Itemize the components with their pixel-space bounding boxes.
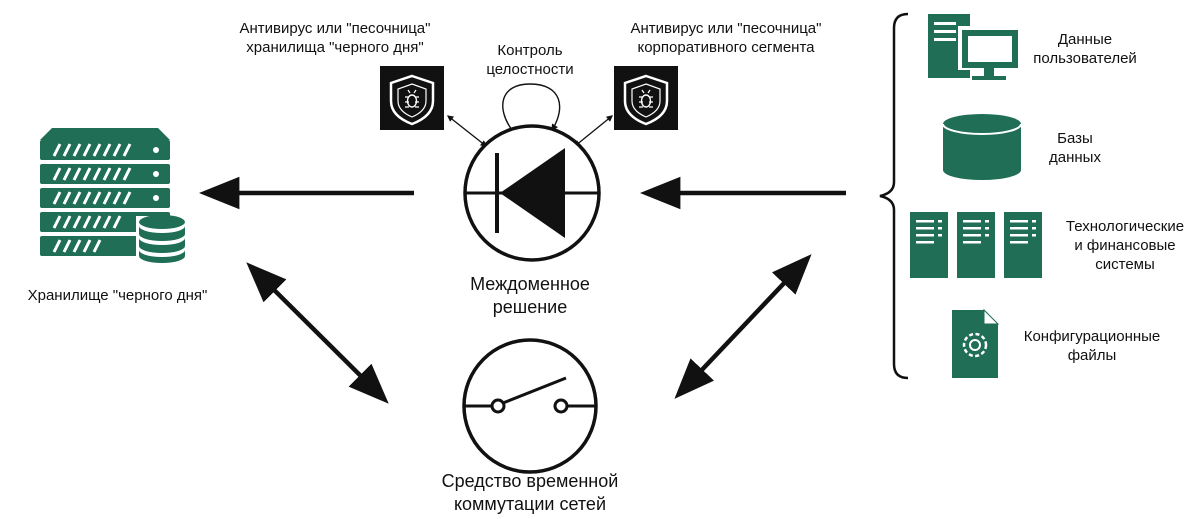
label-antivirus-blackday: Антивирус или "песочница" хранилища "чер…: [239, 20, 431, 56]
arrow-storage-switch: [246, 262, 389, 404]
diode-symbol-icon: [463, 124, 601, 262]
database-icon: [942, 114, 1022, 180]
arrow-systems-switch: [674, 254, 812, 399]
label-integrity-control: Контроль целостности: [486, 42, 574, 78]
label-blackday-storage: Хранилище "черного дня": [27, 287, 208, 304]
group-brace: [879, 12, 909, 380]
label-databases: Базы данных: [1049, 130, 1101, 166]
integrity-loop-arrow: [502, 83, 561, 132]
shield-badge-left: [380, 66, 444, 130]
label-interdomain-solution: Междоменное решение: [470, 274, 590, 317]
label-network-switch: Средство временной коммутации сетей: [441, 471, 619, 514]
label-user-data: Данные пользователей: [1033, 31, 1137, 67]
config-file-gear-icon: [952, 308, 1000, 378]
server-rack-icon: [40, 128, 188, 263]
server-tower-icon: [910, 212, 1042, 278]
arrow-shield-right: [573, 115, 614, 147]
label-tech-fin-systems: Технологические и финансовые системы: [1065, 218, 1185, 273]
workstation-icon: [928, 14, 1022, 80]
label-antivirus-corporate: Антивирус или "песочница" корпоративного…: [630, 20, 822, 56]
shield-badge-right: [614, 66, 678, 130]
switch-symbol-icon: [462, 338, 598, 474]
arrow-shield-left: [446, 115, 488, 147]
label-config-files: Конфигурационные файлы: [1023, 328, 1161, 364]
